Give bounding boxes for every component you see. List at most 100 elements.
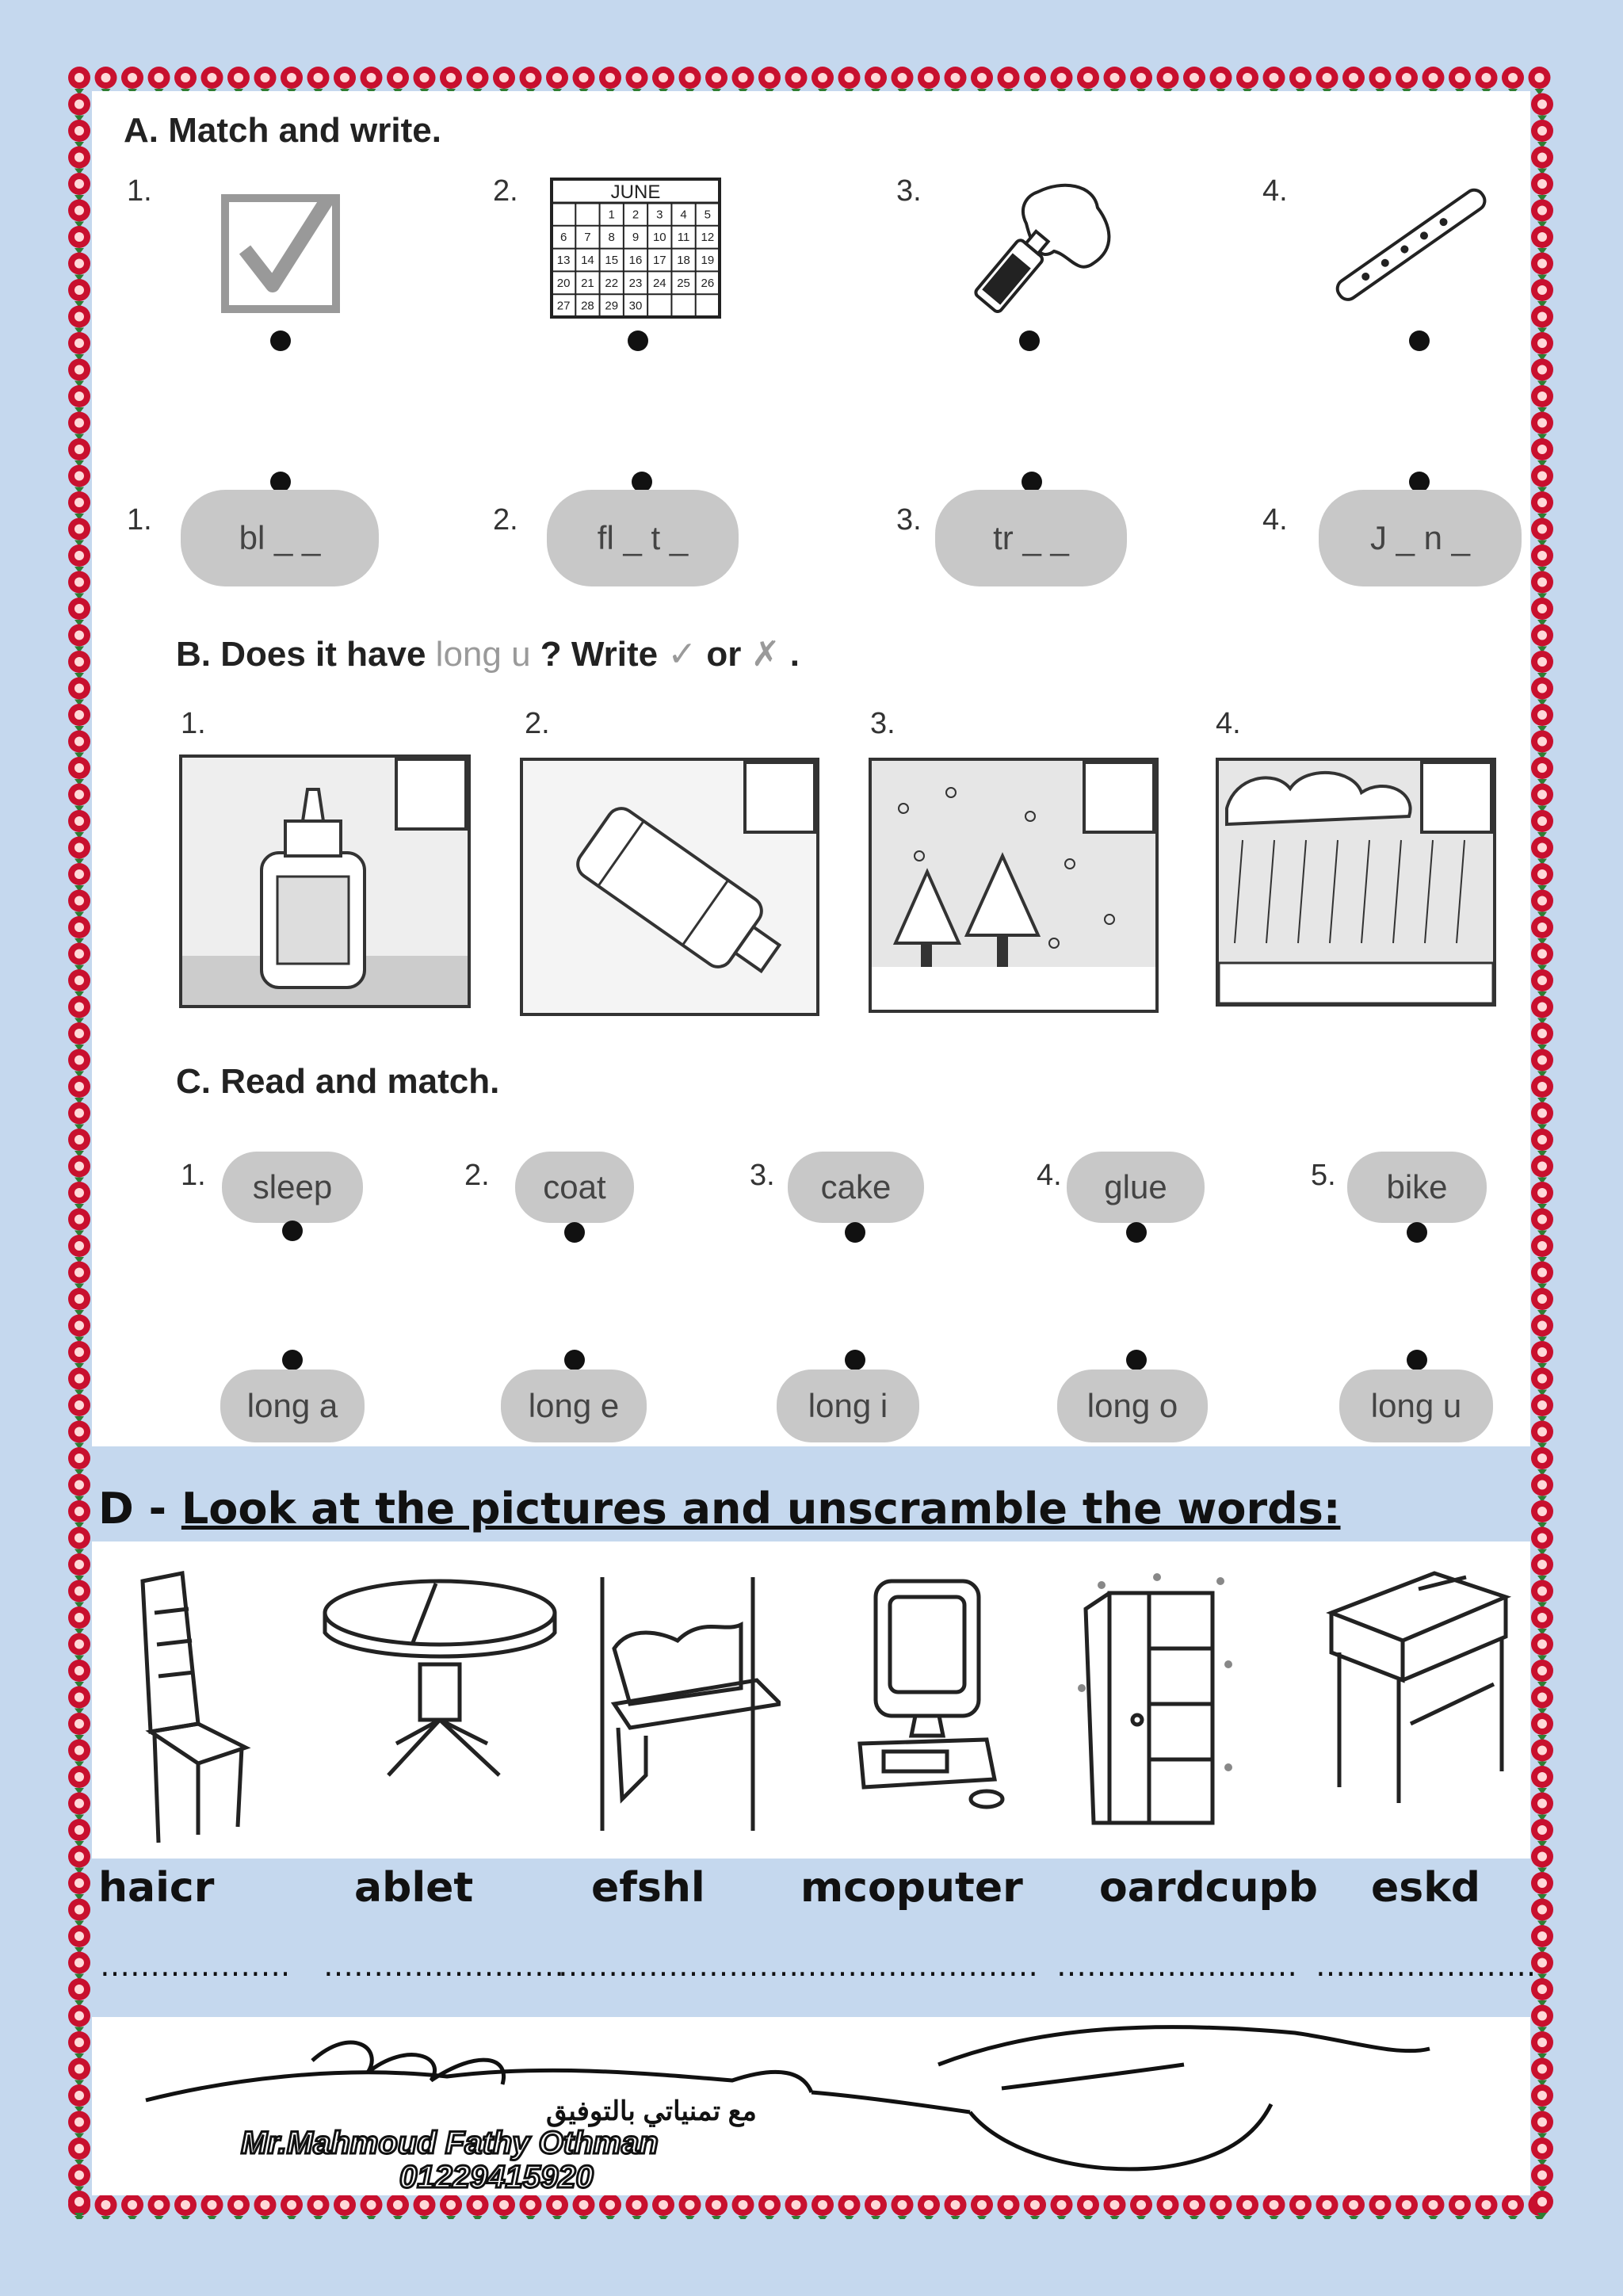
border-flower [68,93,90,122]
border-flower [68,1686,90,1715]
section-b-title: B. Does it have long u ? Write ✓ or ✗ . [176,634,800,674]
border-flower [891,2194,914,2219]
border-flower [68,1155,90,1184]
calendar-day: 4 [680,208,686,221]
match-dot[interactable] [564,1222,585,1243]
answer-blank[interactable]: …………………… [323,1948,564,1983]
word-blank-pill[interactable]: fl _ t _ [547,490,739,586]
signature-drawing: مع تمنياتي بالتوفيق Mr.Mahmoud Fathy Oth… [145,2025,1430,2196]
answer-box[interactable] [1420,761,1493,834]
word-pill[interactable]: bike [1347,1152,1487,1223]
calendar-day: 14 [581,254,594,267]
scrambled-word: haicr [98,1864,215,1912]
match-dot[interactable] [1022,472,1042,492]
border-flower [971,2194,993,2219]
match-dot[interactable] [628,330,648,351]
sound-pill[interactable]: long e [501,1370,647,1442]
match-dot[interactable] [270,330,291,351]
border-flower [68,2111,90,2140]
border-flower [1531,173,1553,201]
match-dot[interactable] [282,1350,303,1370]
word-blank-pill[interactable]: J _ n _ [1319,490,1522,586]
border-flower [360,2194,383,2219]
border-flower [68,677,90,706]
answer-box[interactable] [395,758,468,831]
border-flower [1531,1845,1553,1874]
match-dot[interactable] [1409,330,1430,351]
word-pill[interactable]: coat [515,1152,634,1223]
answer-blank[interactable]: ………………. [100,1948,291,1983]
border-flower [1528,67,1551,95]
border-flower [1531,2164,1553,2193]
border-flower [68,1447,90,1476]
border-flower [1531,889,1553,919]
border-flower [68,2004,90,2034]
border-flower [68,1606,90,1635]
flute-icon [1335,188,1487,301]
answer-blank[interactable]: …………………… [558,1948,799,1983]
match-dot[interactable] [845,1350,865,1370]
match-dot[interactable] [1019,330,1040,351]
word-blank-pill[interactable]: bl _ _ [181,490,379,586]
match-dot[interactable] [1409,472,1430,492]
border-flower [68,1766,90,1794]
calendar-day: 12 [701,231,715,244]
answer-blank[interactable]: …………………… [797,1948,1038,1983]
border-flower [68,120,90,148]
item-number: 4. [1262,174,1288,208]
border-flower [1531,1686,1553,1715]
word-pill[interactable]: glue [1067,1152,1205,1223]
calendar-day: 29 [605,300,618,313]
answer-box[interactable] [743,761,816,834]
border-flower [1316,2194,1338,2219]
match-dot[interactable] [1407,1222,1427,1243]
word-blank-pill[interactable]: tr _ _ [935,490,1127,586]
border-flower [68,173,90,201]
border-flower [68,1660,90,1688]
sound-pill[interactable]: long o [1057,1370,1208,1442]
border-flower [281,2194,303,2219]
border-flower [68,810,90,839]
sound-pill[interactable]: long a [220,1370,365,1442]
match-dot[interactable] [632,472,652,492]
border-flower [68,1022,90,1051]
border-flower [572,2194,595,2219]
match-dot[interactable] [1407,1350,1427,1370]
long-u-highlight: long u [435,635,531,674]
border-flower [1531,199,1553,228]
border-flower [1531,305,1553,334]
item-number: 2. [493,503,518,537]
match-dot[interactable] [270,472,291,492]
border-flower [68,1367,90,1396]
word-pill[interactable]: cake [788,1152,924,1223]
match-dot[interactable] [1126,1222,1147,1243]
match-dot[interactable] [845,1222,865,1243]
sound-pill[interactable]: long i [777,1370,919,1442]
border-flower [68,1713,90,1741]
word-pill[interactable]: sleep [222,1152,363,1223]
border-flower [1531,783,1553,812]
table-picture [323,1579,557,1777]
border-flower [1531,1633,1553,1662]
answer-box[interactable] [1083,761,1155,834]
item-number: 1. [181,1159,206,1192]
answer-blank[interactable]: …………………. [1316,1948,1537,1983]
border-flower [1183,2194,1205,2219]
border-flower [68,305,90,334]
answer-blank[interactable]: …………………… [1056,1948,1297,1983]
border-flower [1531,438,1553,467]
match-dot[interactable] [1126,1350,1147,1370]
border-flower [1103,2194,1126,2219]
border-flower [1531,810,1553,839]
match-dot[interactable] [282,1221,303,1241]
sound-pill[interactable]: long u [1339,1370,1493,1442]
border-flower [1531,2191,1553,2219]
border-flower [1531,677,1553,706]
chair-picture [140,1571,251,1843]
check-mark-icon: ✓ [667,635,697,674]
border-flower [1531,1394,1553,1423]
match-dot[interactable] [564,1350,585,1370]
border-flower [1531,1792,1553,1821]
border-flower [1531,1553,1553,1582]
